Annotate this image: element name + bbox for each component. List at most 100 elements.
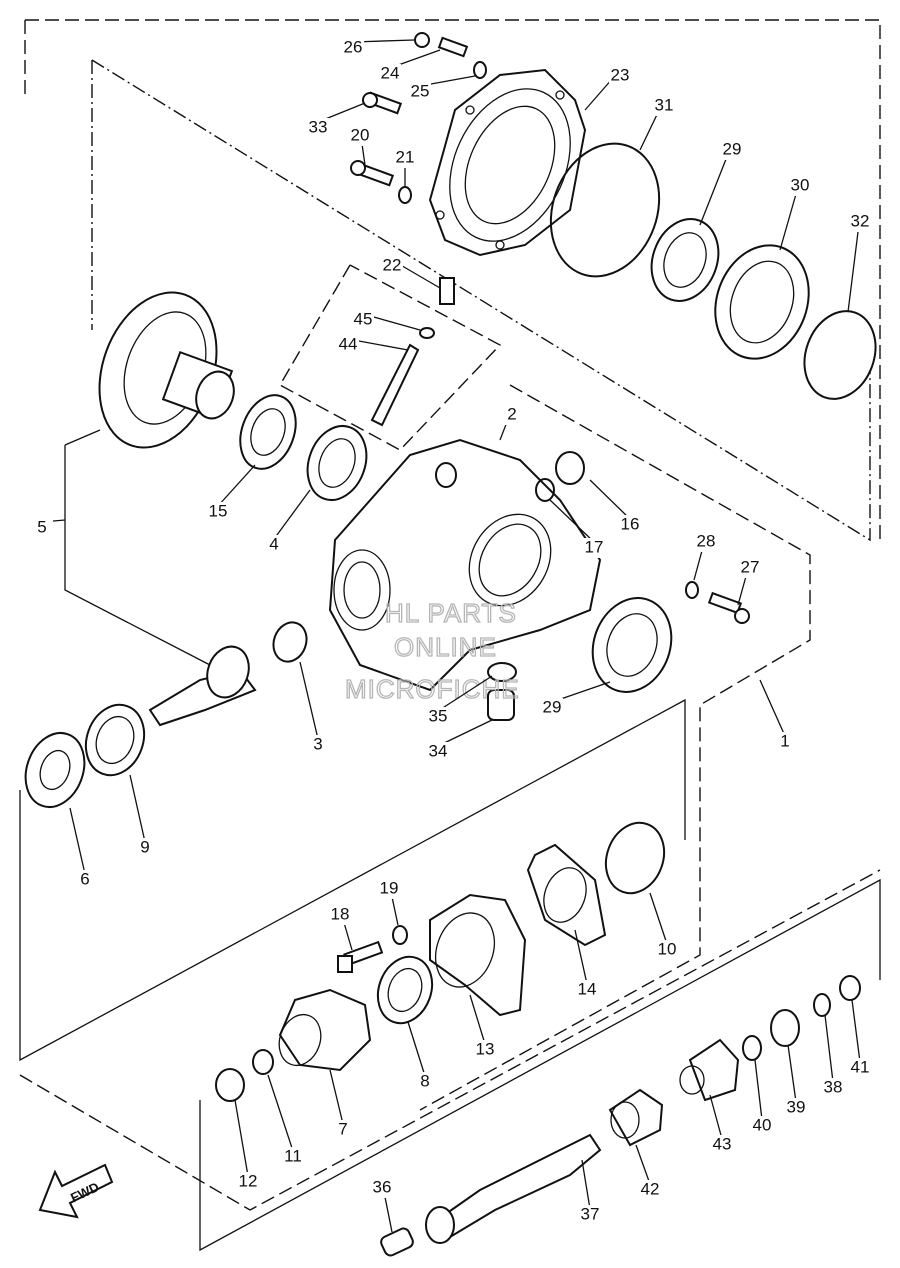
callout-24: 24 (381, 63, 400, 82)
callout-bg (337, 335, 359, 355)
pinion-group-boundary (19, 698, 686, 1062)
callout-bg (541, 698, 563, 718)
part-18-bolt (337, 940, 384, 973)
callout-bg (822, 1078, 844, 1098)
part-7-yoke-flange (278, 988, 372, 1072)
callout-22: 22 (383, 255, 402, 274)
leader-line (589, 479, 631, 520)
callout-bg (711, 1135, 733, 1155)
callout-15: 15 (209, 501, 228, 520)
callout-44: 44 (339, 334, 358, 353)
callout-bg (751, 1116, 773, 1136)
part-30-bearing (714, 244, 810, 360)
leader-line (759, 679, 786, 737)
part-45-clip (419, 327, 435, 339)
part-44-hose (370, 343, 420, 427)
callout-4: 4 (269, 534, 278, 553)
part-9-bearing (84, 703, 146, 777)
callout-3: 3 (313, 734, 322, 753)
leader-line (581, 1159, 591, 1210)
callout-8: 8 (420, 1071, 429, 1090)
part-14-gasket (526, 843, 607, 947)
callout-bg (619, 515, 641, 535)
callout-bg (576, 980, 598, 1000)
callout-5: 5 (37, 517, 46, 536)
callout-32: 32 (851, 211, 870, 230)
callout-34: 34 (429, 741, 448, 760)
leader-line (299, 661, 319, 740)
leader-line (217, 464, 256, 507)
part-40-circlip (742, 1035, 762, 1061)
callout-23: 23 (611, 65, 630, 84)
callout-9: 9 (140, 837, 149, 856)
watermark-line-3: MICROFICHE (345, 674, 520, 704)
part-39-bearing (770, 1009, 800, 1047)
part-26-nut (414, 32, 430, 48)
callout-30: 30 (791, 175, 810, 194)
housing-cover-group-boundary (91, 59, 871, 542)
callout-31: 31 (655, 95, 674, 114)
part-8-oil-seal (376, 955, 434, 1025)
leader-line (635, 1144, 651, 1185)
leader-line (649, 892, 668, 945)
leader-line (437, 675, 493, 712)
part-20-bolt (350, 160, 395, 187)
callout-bg (371, 1178, 393, 1198)
callout-bg (789, 176, 811, 196)
callout-41: 41 (851, 1057, 870, 1076)
callout-27: 27 (741, 557, 760, 576)
callout-bg (307, 735, 329, 755)
part-43-coupling (679, 1038, 740, 1102)
callout-bg (378, 879, 400, 899)
callout-bg (394, 148, 416, 168)
callout-2: 2 (507, 404, 516, 423)
callout-bg (427, 742, 449, 762)
callout-bg (207, 502, 229, 522)
part-36-spring (380, 1227, 414, 1257)
callout-6: 6 (80, 869, 89, 888)
lower-group-boundary (19, 869, 881, 1211)
callout-bg (263, 535, 285, 555)
part-22-breather-fitting (439, 277, 455, 305)
callout-bg (414, 1072, 436, 1092)
callout-bg (352, 310, 374, 330)
part-21-washer (398, 186, 412, 204)
leader-line (469, 994, 486, 1045)
callout-bg (695, 532, 717, 552)
callout-bg (282, 1147, 304, 1167)
part-27-bolt (707, 591, 750, 624)
callout-21: 21 (396, 147, 415, 166)
callout-bg (427, 707, 449, 727)
leader-line (267, 1074, 294, 1152)
callout-14: 14 (578, 979, 597, 998)
leader-line (273, 489, 311, 540)
leader-line (549, 499, 595, 543)
callout-19: 19 (380, 878, 399, 897)
callout-36: 36 (373, 1177, 392, 1196)
leader-line (407, 1021, 426, 1077)
leader-line (851, 999, 861, 1063)
callout-bg (583, 538, 605, 558)
callout-43: 43 (713, 1134, 732, 1153)
callout-40: 40 (753, 1115, 772, 1134)
callout-11: 11 (284, 1146, 302, 1165)
part-31-o-ring (549, 142, 661, 278)
part-29-oil-seal-lower (591, 597, 673, 693)
part-5-ring-gear (98, 291, 235, 449)
callout-bg (739, 558, 761, 578)
callout-bg (349, 126, 371, 146)
part-34-spring (487, 689, 515, 721)
callout-bg (501, 405, 523, 425)
part-16-plug (555, 451, 585, 485)
callout-29: 29 (543, 697, 562, 716)
part-12-nut (215, 1068, 245, 1102)
part-25-washer (473, 61, 487, 79)
callout-35: 35 (429, 706, 448, 725)
gear-case-group-boundary (419, 384, 811, 1111)
callout-bg (237, 1172, 259, 1192)
callout-bg (579, 1205, 601, 1225)
part-42-damper (608, 1088, 664, 1147)
part-24-stud (437, 36, 469, 58)
callout-10: 10 (658, 939, 677, 958)
